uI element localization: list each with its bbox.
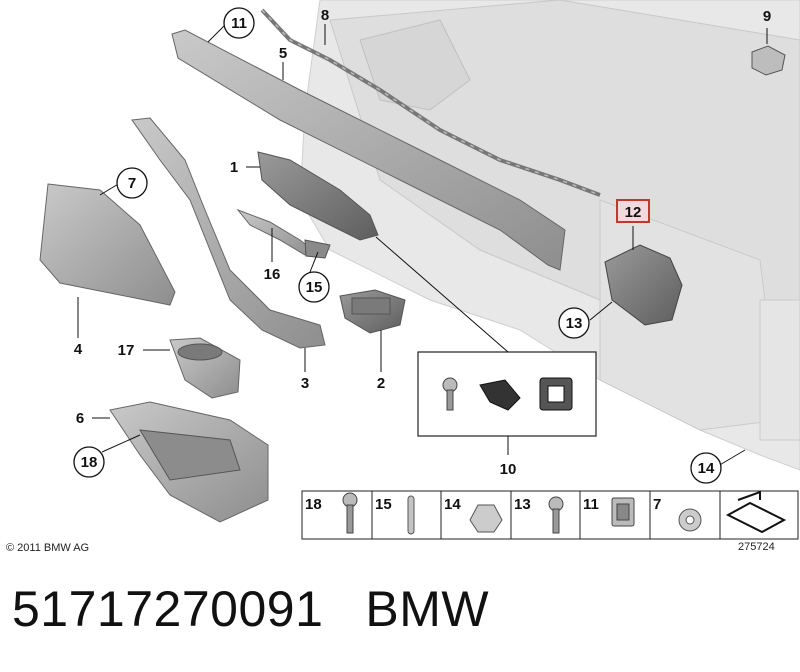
part-16-grab-strip: [236, 208, 331, 259]
svg-text:8: 8: [321, 7, 329, 24]
svg-text:12: 12: [625, 204, 642, 221]
svg-text:15: 15: [306, 279, 323, 296]
callout-8: 8: [321, 7, 329, 24]
svg-text:9: 9: [763, 8, 771, 25]
kit-10-clip: [479, 379, 521, 411]
kit-10-screw: [442, 377, 458, 411]
legend-cell-18: 18: [305, 492, 358, 534]
copyright-text: © 2011 BMW AG: [6, 542, 90, 554]
callout-17: 17: [118, 342, 135, 359]
door-panel: [299, 0, 800, 471]
part-number: 51717270091: [12, 581, 324, 637]
svg-text:18: 18: [81, 454, 98, 471]
svg-text:6: 6: [76, 410, 84, 427]
callout-15: 15: [298, 271, 330, 303]
callout-14: 14: [690, 452, 722, 484]
callout-3: 3: [301, 375, 309, 392]
part-5-trim-strip: [171, 29, 566, 271]
svg-text:11: 11: [231, 15, 247, 32]
legend-cell-14: 14: [444, 496, 503, 533]
svg-text:13: 13: [514, 496, 531, 513]
svg-text:18: 18: [305, 496, 322, 513]
brand-name: BMW: [365, 581, 490, 637]
callout-18: 18: [73, 446, 105, 478]
callout-6: 6: [76, 410, 84, 427]
svg-text:2: 2: [377, 375, 385, 392]
svg-text:5: 5: [279, 45, 287, 62]
svg-text:11: 11: [583, 496, 599, 513]
callout-4: 4: [74, 341, 83, 358]
svg-text:10: 10: [500, 461, 517, 478]
footer-caption: 51717270091 BMW: [12, 580, 531, 638]
kit-10-box: [417, 351, 597, 437]
part-3-armrest: [131, 117, 326, 349]
part-4-cover: [39, 183, 176, 306]
drawing-number: 275724: [738, 541, 775, 553]
part-2-switch-holder: [339, 289, 406, 334]
svg-text:17: 17: [118, 342, 135, 359]
part-1-door-handle: [257, 151, 379, 241]
legend-cell-13: 13: [514, 496, 564, 534]
part-17-cup: [169, 337, 241, 399]
legend-strip: 18 15 14 13 11 7: [301, 490, 799, 540]
callout-7: 7: [116, 167, 148, 199]
callout-10: 10: [500, 461, 517, 478]
svg-text:7: 7: [128, 175, 136, 192]
svg-text:7: 7: [653, 496, 661, 513]
svg-text:3: 3: [301, 375, 309, 392]
svg-text:4: 4: [74, 341, 83, 358]
part-12-bracket: [604, 244, 683, 326]
callout-9: 9: [763, 8, 771, 25]
svg-text:13: 13: [566, 315, 583, 332]
svg-text:1: 1: [230, 159, 238, 176]
part-9-clip: [751, 45, 786, 76]
callouts: 11 8 5 9 1 7 12 16 15 13: [73, 7, 771, 484]
svg-text:14: 14: [698, 460, 715, 477]
legend-cell-11: 11: [583, 496, 635, 527]
callout-5: 5: [279, 45, 287, 62]
svg-text:16: 16: [264, 266, 281, 283]
callout-13: 13: [558, 307, 590, 339]
callout-1: 1: [230, 159, 238, 176]
callout-11: 11: [223, 7, 255, 39]
part-8-seal-strip: [260, 8, 601, 197]
callout-12[interactable]: 12: [616, 199, 650, 223]
svg-text:15: 15: [375, 496, 392, 513]
legend-cell-7: 7: [653, 496, 702, 532]
callout-2: 2: [377, 375, 385, 392]
legend-cell-kit-icon: [725, 490, 787, 534]
kit-10-frame: [539, 377, 573, 411]
svg-text:14: 14: [444, 496, 461, 513]
part-6-storage-bin: [109, 401, 269, 523]
legend-cell-15: 15: [375, 495, 415, 535]
callout-16: 16: [264, 266, 281, 283]
